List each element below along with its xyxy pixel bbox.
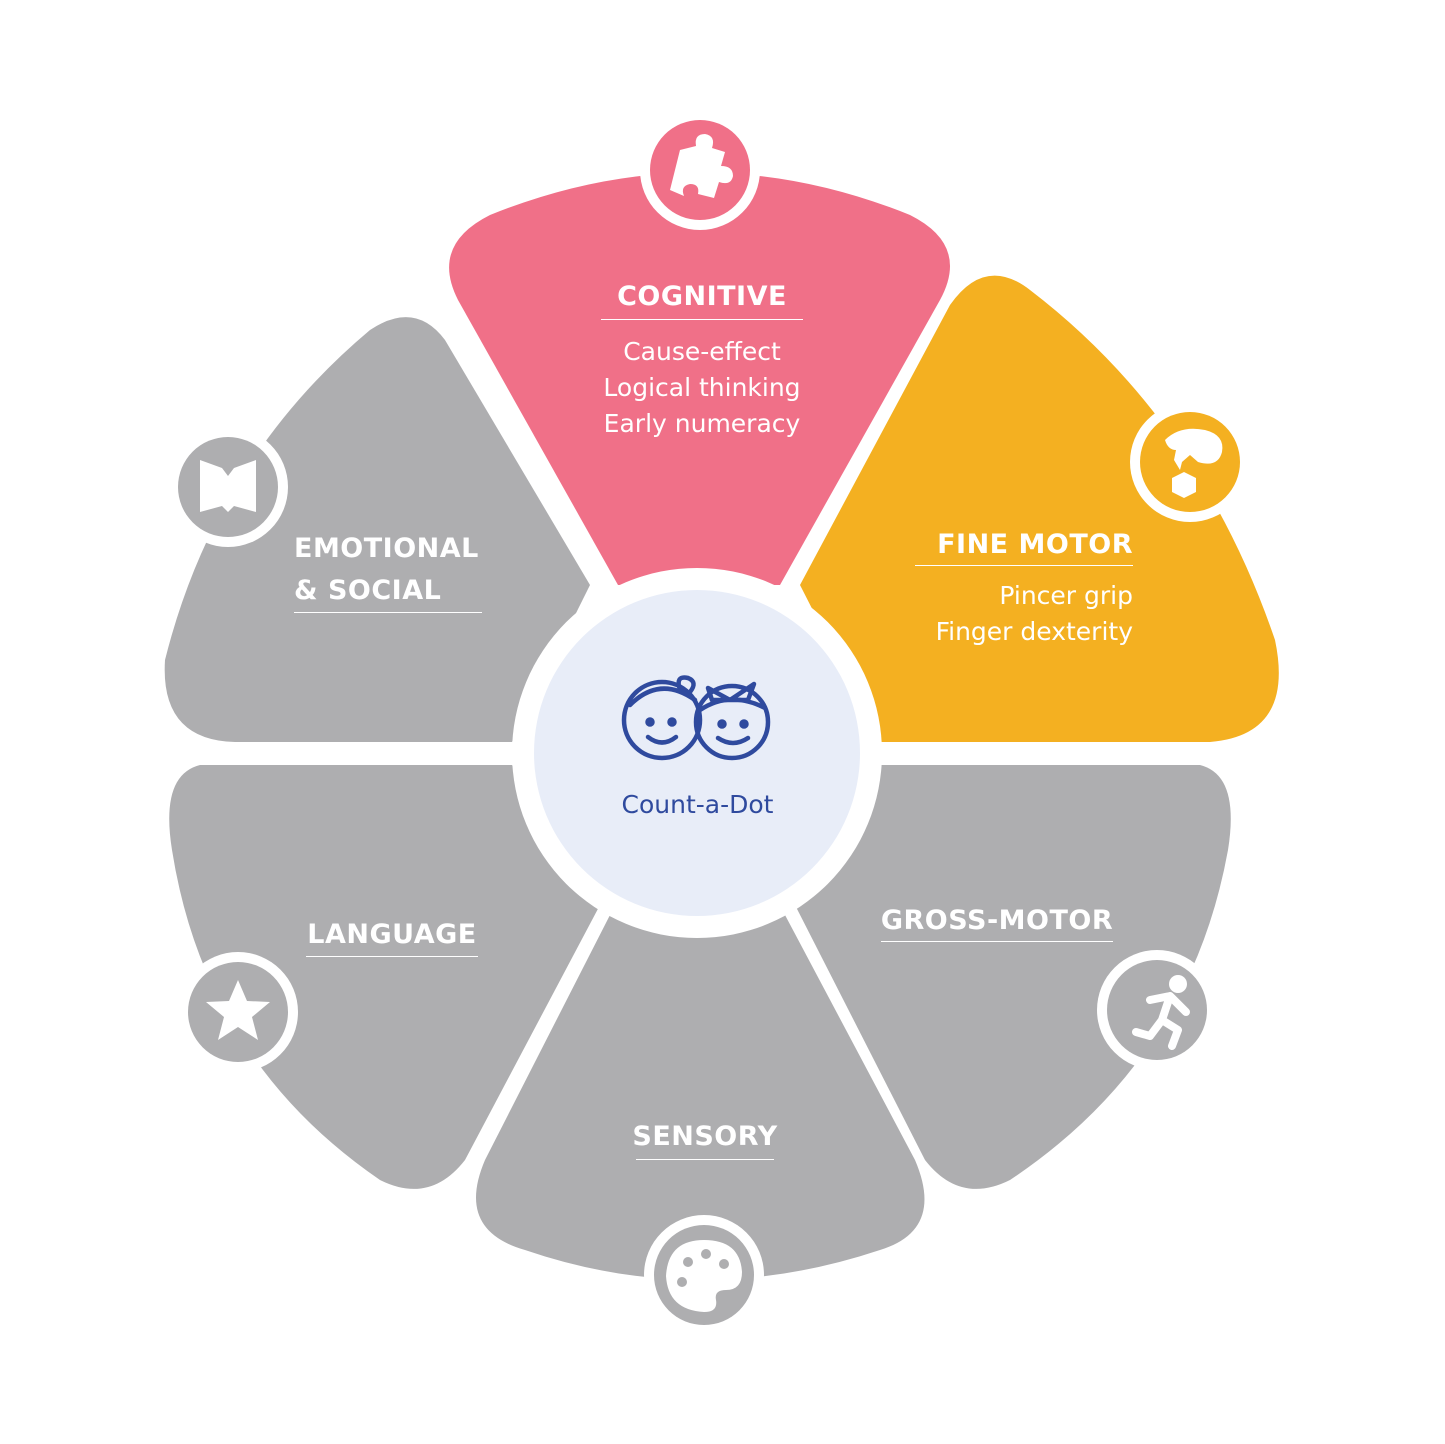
sensory-title: SENSORY — [632, 1121, 778, 1152]
running-person-icon — [1097, 950, 1217, 1070]
cognitive-line-2: Logical thinking — [603, 373, 801, 402]
cognitive-line-3: Early numeracy — [603, 409, 801, 438]
cognitive-underline — [601, 319, 803, 320]
emotional-title-line-1: EMOTIONAL — [294, 533, 479, 564]
cognitive-title: COGNITIVE — [617, 281, 787, 312]
segment-cognitive — [449, 172, 950, 585]
pincer-hand-icon — [1130, 402, 1250, 522]
segment-fine-motor — [800, 275, 1279, 742]
cognitive-line-1: Cause-effect — [623, 337, 781, 366]
gross-motor-underline — [881, 941, 1113, 942]
star-icon — [178, 952, 298, 1072]
language-underline — [306, 956, 478, 957]
fine-motor-title: FINE MOTOR — [937, 529, 1133, 560]
fine-motor-line-2: Finger dexterity — [935, 617, 1133, 646]
fine-motor-line-1: Pincer grip — [999, 581, 1133, 610]
language-title: LANGUAGE — [307, 919, 477, 950]
open-book-icon — [168, 427, 288, 547]
puzzle-icon — [640, 110, 760, 230]
center-disc — [534, 590, 860, 916]
segment-sensory — [476, 915, 925, 1280]
gross-motor-title: GROSS-MOTOR — [880, 905, 1114, 936]
segment-language — [169, 765, 600, 1189]
palette-icon — [644, 1215, 764, 1335]
segment-gross-motor — [795, 765, 1231, 1189]
sensory-underline — [636, 1159, 774, 1160]
fine-motor-underline — [915, 565, 1133, 566]
kids-logo-icon — [621, 675, 771, 761]
emotional-title-line-2: & SOCIAL — [294, 575, 442, 606]
segment-emotional — [164, 317, 590, 742]
emotional-underline — [294, 612, 482, 613]
center-label: Count-a-Dot — [621, 790, 774, 819]
